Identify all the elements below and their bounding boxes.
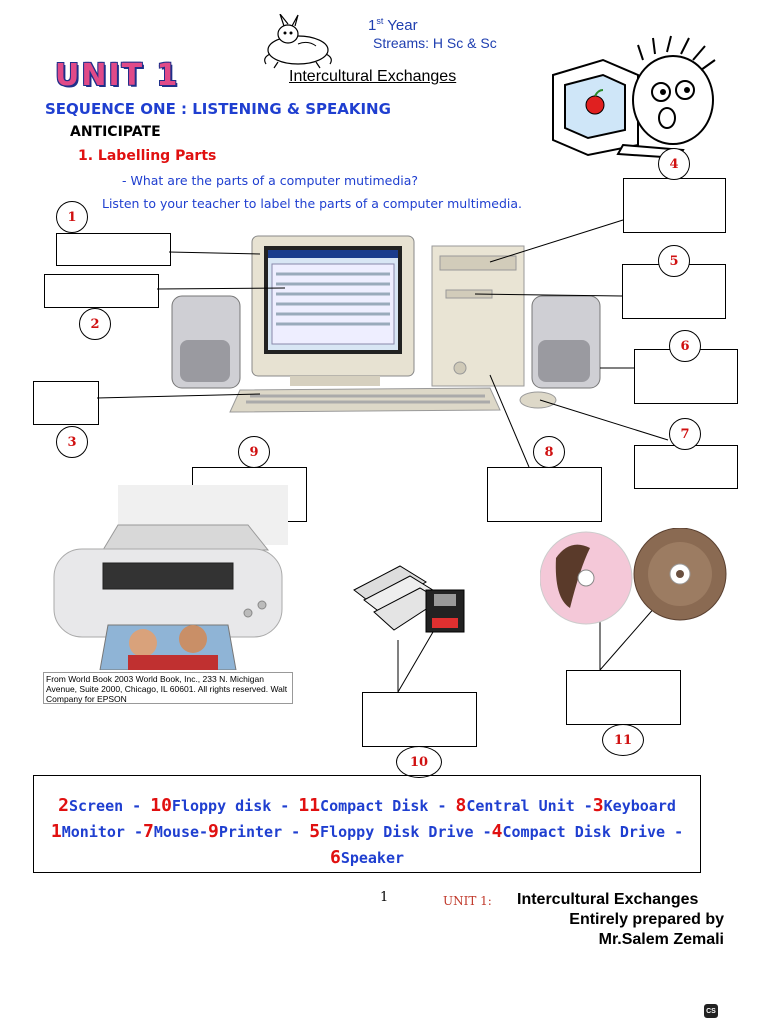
cartoon-computer-icon: [552, 35, 716, 160]
printer-illustration: [53, 485, 288, 670]
answer-line-1: 2Screen - 10Floppy disk - 11Compact Disk…: [58, 795, 676, 816]
number-circle-4: 4: [658, 148, 690, 180]
label-box-1[interactable]: [56, 233, 171, 266]
unit-logo: UNIT 1: [55, 58, 180, 93]
label-box-4[interactable]: [623, 178, 726, 233]
streams-label: Streams: H Sc & Sc: [373, 35, 497, 51]
copyright-note: From World Book 2003 World Book, Inc., 2…: [43, 672, 293, 704]
compact-disk-illustration: [540, 528, 727, 625]
floppy-disk-illustration: [353, 565, 465, 633]
number-circle-11: 11: [602, 724, 644, 756]
computer-multimedia-illustration: [171, 235, 601, 413]
number-circle-3: 3: [56, 426, 88, 458]
number-circle-9: 9: [238, 436, 270, 468]
number-circle-6: 6: [669, 330, 701, 362]
footer-unit-label: UNIT 1:: [443, 894, 492, 908]
number-circle-5: 5: [658, 245, 690, 277]
footer-prepared-by: Entirely prepared by: [569, 911, 724, 928]
anticipate-heading: ANTICIPATE: [70, 124, 161, 140]
rabbit-clipart: [264, 14, 332, 69]
footer-title: Intercultural Exchanges: [517, 891, 699, 908]
answer-line-2: 1Monitor -7Mouse-9Printer - 5Floppy Disk…: [50, 821, 684, 842]
label-box-3[interactable]: [33, 381, 99, 425]
cs-badge-icon: CS: [704, 1004, 718, 1018]
number-circle-10: 10: [396, 746, 442, 778]
label-box-7[interactable]: [634, 445, 738, 489]
footer-author: Mr.Salem Zemali: [598, 931, 724, 948]
label-box-2[interactable]: [44, 274, 159, 308]
year-label: 1st Year: [368, 16, 418, 34]
page-title: Intercultural Exchanges: [289, 68, 457, 85]
question-text: - What are the parts of a computer mutim…: [122, 173, 419, 188]
labelling-heading: 1. Labelling Parts: [78, 148, 217, 164]
number-circle-2: 2: [79, 308, 111, 340]
sequence-heading: SEQUENCE ONE : LISTENING & SPEAKING: [45, 100, 391, 118]
number-circle-8: 8: [533, 436, 565, 468]
answer-key-box: 2Screen - 10Floppy disk - 11Compact Disk…: [33, 775, 701, 873]
number-circle-1: 1: [56, 201, 88, 233]
page-number: 1: [380, 890, 389, 905]
number-circle-7: 7: [669, 418, 701, 450]
instruction-text: Listen to your teacher to label the part…: [102, 196, 522, 211]
answer-line-3: 6Speaker: [329, 847, 405, 868]
label-box-11[interactable]: [566, 670, 681, 725]
